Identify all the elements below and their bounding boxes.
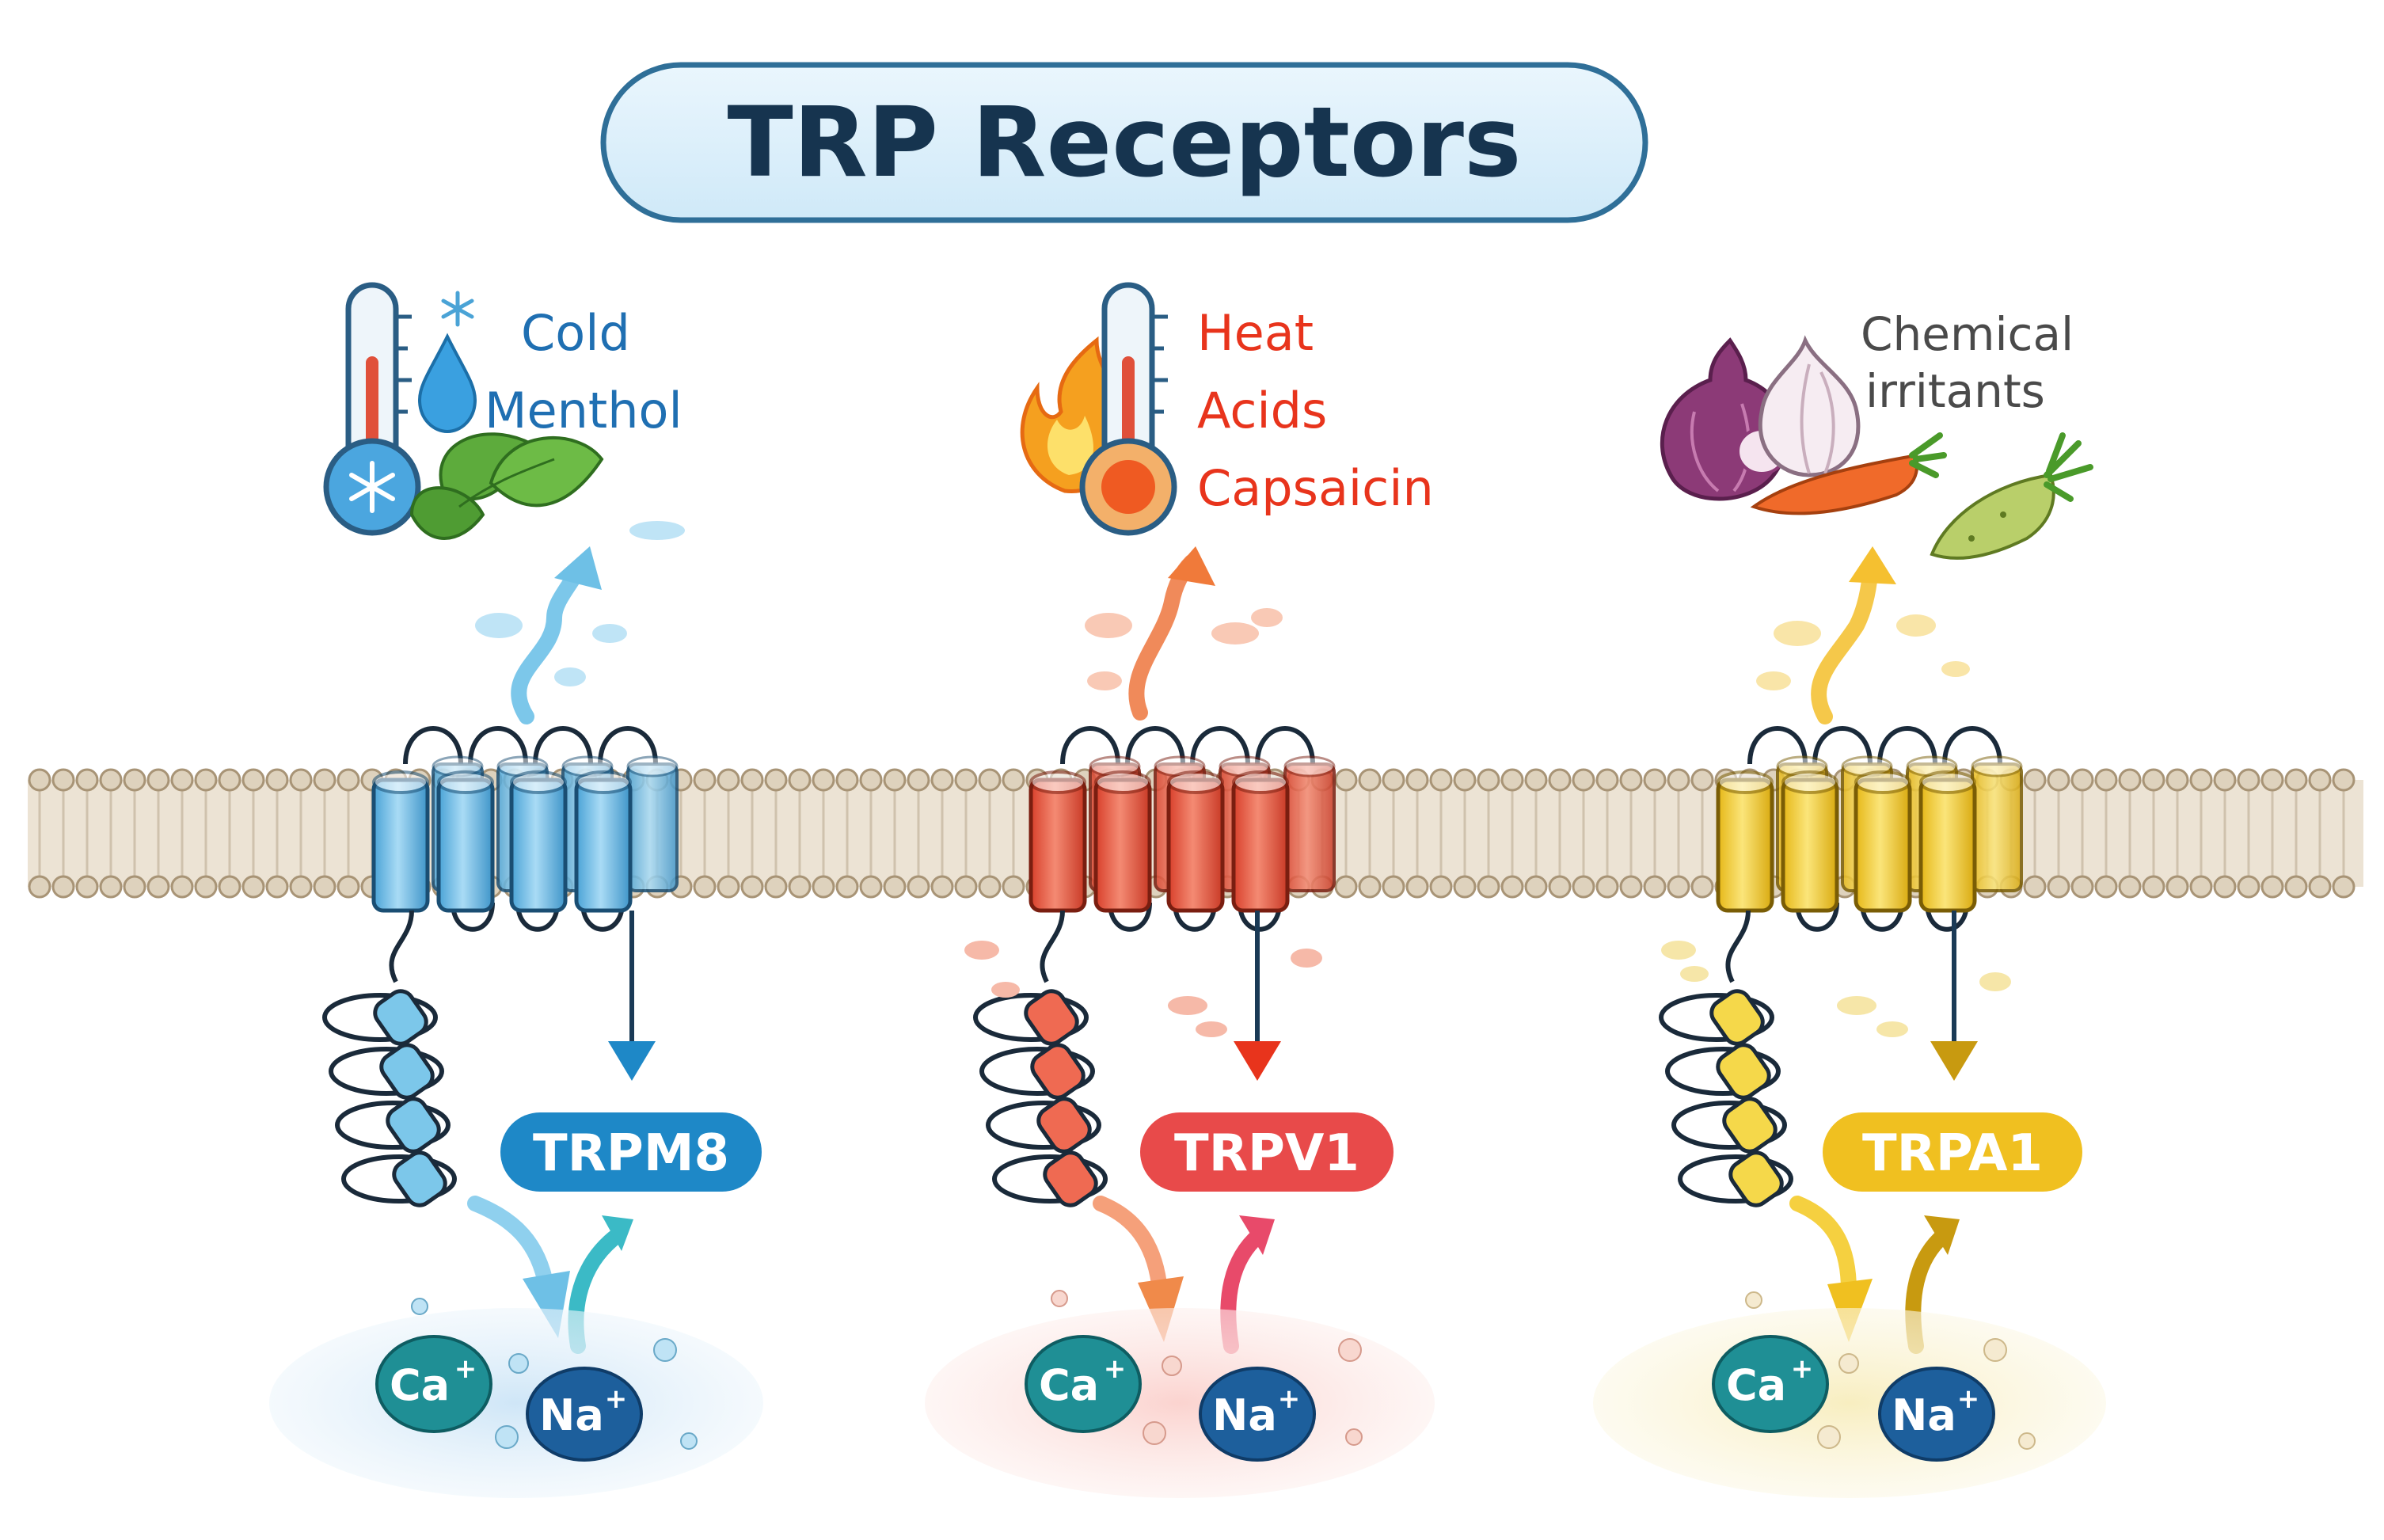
- arrow-head: [554, 546, 602, 590]
- trpa1-badge: [1823, 1112, 2082, 1192]
- thermometer-snowflake-icon: [323, 282, 421, 536]
- ion-pool: [269, 1308, 763, 1498]
- carrot-icon: [1750, 432, 1947, 515]
- receptor-name: TRPM8: [533, 1124, 729, 1183]
- svg-text:+: +: [1957, 1383, 1980, 1415]
- title-banner: TRP Receptors: [600, 62, 1648, 223]
- ankyrin-repeat-coil: [1659, 910, 1793, 1207]
- trpv1-group: Heat Acids Capsaicin TRPV1: [925, 282, 1435, 1498]
- stimulus-label: Cold: [521, 304, 630, 362]
- wasabi-icon: [1930, 432, 2093, 560]
- svg-text:Ca: Ca: [390, 1360, 450, 1410]
- trpv1-channel: [1029, 726, 1336, 932]
- activation-arrow: [1128, 554, 1200, 721]
- svg-text:+: +: [1104, 1353, 1127, 1385]
- svg-text:+: +: [1278, 1383, 1301, 1415]
- svg-text:+: +: [1791, 1353, 1814, 1385]
- mint-leaf-icon: [409, 432, 604, 540]
- trpa1-channel: [1716, 726, 2023, 932]
- svg-text:Na: Na: [1892, 1390, 1956, 1440]
- trpm8-badge: [500, 1112, 762, 1192]
- activation-arrow: [511, 562, 586, 724]
- stimulus-label: Chemical: [1861, 307, 2074, 361]
- ankyrin-repeat-coil: [973, 910, 1108, 1207]
- sodium-ion: Na +: [526, 1367, 643, 1462]
- svg-text:Na: Na: [1212, 1390, 1277, 1440]
- ion-pool: [925, 1308, 1435, 1498]
- sodium-ion: Na +: [1199, 1367, 1316, 1462]
- ankyrin-repeat-coil: [322, 910, 457, 1207]
- svg-text:+: +: [454, 1353, 477, 1385]
- garlic-icon: [1758, 335, 1861, 477]
- thermometer-hot-icon: [1079, 282, 1177, 536]
- trpm8-channel: [371, 726, 679, 932]
- svg-text:Ca: Ca: [1726, 1360, 1786, 1410]
- svg-text:Na: Na: [539, 1390, 604, 1440]
- stimulus-label: Menthol: [485, 382, 683, 439]
- influx-arrow: [467, 1196, 554, 1295]
- onion-icon: [1660, 337, 1789, 501]
- receptor-name: TRPV1: [1174, 1124, 1359, 1183]
- influx-arrow: [1789, 1196, 1857, 1299]
- stimulus-label: Heat: [1197, 304, 1314, 362]
- activation-arrow: [1811, 566, 1878, 724]
- stimulus-label: irritants: [1865, 364, 2045, 418]
- svg-text:+: +: [605, 1383, 628, 1415]
- stimulus-label: Acids: [1197, 382, 1327, 439]
- pore-arrow-head: [1930, 1041, 1978, 1081]
- pore-arrow-head: [608, 1041, 656, 1081]
- trpa1-group: Chemical irritants TRPA1: [1593, 307, 2106, 1498]
- water-drop-icon: [417, 333, 477, 434]
- sodium-ion: Na +: [1878, 1367, 1995, 1462]
- trpm8-group: Cold Menthol TRPM8: [269, 282, 763, 1498]
- stimulus-label: Capsaicin: [1197, 459, 1434, 517]
- calcium-ion: Ca +: [1712, 1335, 1829, 1433]
- pore-arrow-head: [1234, 1041, 1281, 1081]
- influx-arrow: [1093, 1196, 1168, 1299]
- svg-text:Ca: Ca: [1039, 1360, 1099, 1410]
- ion-pool: [1593, 1308, 2106, 1498]
- snowflake-icon: [441, 291, 474, 327]
- calcium-ion: Ca +: [375, 1335, 492, 1433]
- trpv1-badge: [1140, 1112, 1394, 1192]
- page-title: TRP Receptors: [727, 86, 1521, 199]
- calcium-ion: Ca +: [1025, 1335, 1142, 1433]
- receptor-name: TRPA1: [1862, 1124, 2043, 1183]
